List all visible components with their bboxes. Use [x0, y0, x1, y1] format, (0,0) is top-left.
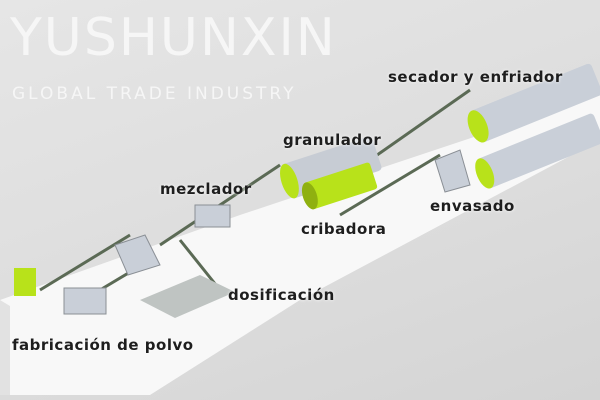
label-granulador: granulador	[283, 131, 382, 149]
packing-machine	[434, 149, 471, 193]
mixer-hopper	[114, 234, 161, 276]
screen-machine	[63, 287, 107, 315]
screener	[301, 162, 378, 210]
mixer	[194, 204, 231, 228]
label-dosificacion: dosificación	[228, 286, 335, 304]
dosing-pit	[140, 275, 235, 318]
label-secador: secador y enfriador	[388, 68, 563, 86]
dryer	[467, 63, 600, 143]
label-cribadora: cribadora	[301, 220, 387, 238]
label-envasado: envasado	[430, 197, 515, 215]
label-mezclador: mezclador	[160, 180, 252, 198]
conveyor	[339, 153, 441, 217]
label-fabricacion: fabricación de polvo	[12, 336, 194, 354]
conveyor	[39, 233, 131, 292]
conveyor	[369, 88, 471, 162]
watermark-tagline: GLOBAL TRADE INDUSTRY	[12, 84, 297, 104]
crusher	[14, 268, 36, 296]
platform-edge	[0, 300, 10, 395]
cooler	[475, 113, 600, 189]
watermark-brand: YUSHUNXIN	[10, 8, 337, 68]
